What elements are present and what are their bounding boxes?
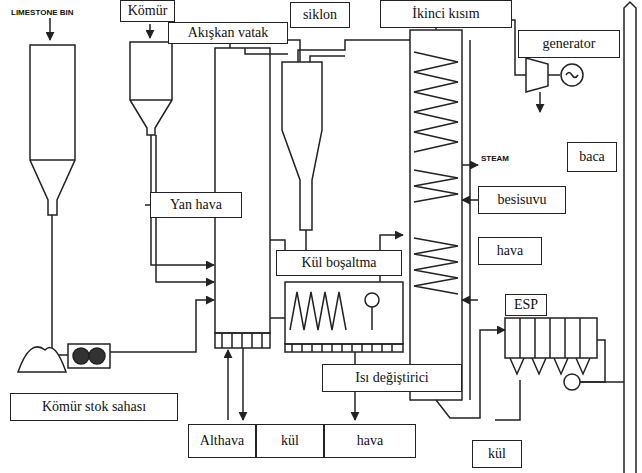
label-text: kül <box>281 433 299 448</box>
label-text: besisuvu <box>498 192 547 207</box>
label-text: Kömür stok sahası <box>42 399 146 414</box>
label-box: generator <box>518 30 620 58</box>
label-text: Yan hava <box>170 197 222 212</box>
label-box: Kömür stok sahası <box>10 393 178 421</box>
label-box: Yan hava <box>150 192 242 218</box>
label-box: Akışkan vatak <box>168 22 288 44</box>
label-box: Kül boşaltma <box>276 250 402 276</box>
label-box: Isı değiştirici <box>322 364 462 392</box>
label-box: kül <box>256 424 324 458</box>
label-box: besisuvu <box>478 186 566 214</box>
label-box: Kömür <box>120 0 175 22</box>
label-box: hava <box>478 237 542 265</box>
label-box: kül <box>472 440 522 468</box>
label-box: İkinci kısım <box>380 0 512 28</box>
label-text: hava <box>357 433 383 448</box>
label-text: Althava <box>200 433 244 448</box>
label-box: ESP <box>505 294 547 316</box>
label-box: hava <box>324 424 416 458</box>
label-text: İkinci kısım <box>412 6 479 21</box>
label-text: Isı değiştirici <box>355 370 429 385</box>
label-box: baca <box>567 142 617 172</box>
plain-label: LIMESTONE BIN <box>10 8 75 17</box>
label-text: baca <box>579 149 605 164</box>
label-text: kül <box>488 446 506 461</box>
label-text: siklon <box>303 7 337 22</box>
label-text: Kömür <box>128 3 168 18</box>
label-box: siklon <box>290 2 350 28</box>
label-text: generator <box>543 36 596 51</box>
plain-label: STEAM <box>480 154 510 163</box>
label-text: ESP <box>514 297 538 312</box>
label-text: Kül boşaltma <box>301 255 376 270</box>
label-text: Akışkan vatak <box>188 25 268 40</box>
label-box: Althava <box>188 424 256 458</box>
label-text: hava <box>497 243 523 258</box>
